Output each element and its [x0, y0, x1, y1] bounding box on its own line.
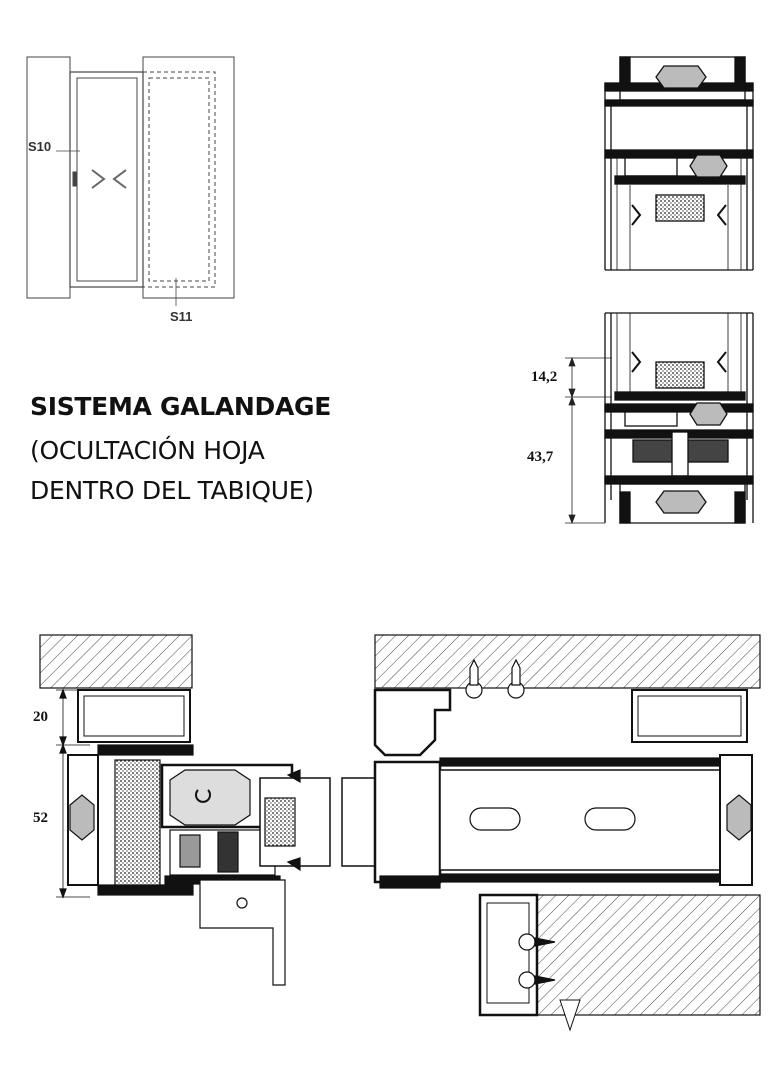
dimension-lines-s11: [565, 356, 612, 525]
subtitle-line-1: (OCULTACIÓN HOJA: [30, 436, 265, 465]
dimension-52: 52: [33, 810, 48, 826]
hidden-sash-dashed: [142, 71, 216, 288]
dimension-14-2: 14,2: [531, 369, 558, 385]
section-s10: [604, 56, 754, 271]
s11-label: S11: [170, 309, 193, 324]
handle: [72, 171, 77, 187]
section-s11: [604, 312, 754, 524]
elevation-view: [26, 56, 235, 306]
sash-glass: [76, 77, 138, 282]
subtitle-line-2: DENTRO DEL TABIQUE): [30, 476, 314, 505]
wall-left: [26, 56, 71, 299]
s10-label: S10: [28, 139, 52, 154]
plan-detail-left: [39, 634, 331, 986]
wall-right: [142, 56, 235, 299]
dimension-43-7: 43,7: [527, 449, 554, 465]
chevron-right-icon: [91, 169, 106, 189]
chevron-left-icon: [112, 169, 127, 189]
dimension-20: 20: [33, 709, 48, 725]
page-title: SISTEMA GALANDAGE: [30, 392, 332, 421]
sash-frame: [69, 71, 144, 288]
plan-detail-right: [341, 634, 761, 1032]
